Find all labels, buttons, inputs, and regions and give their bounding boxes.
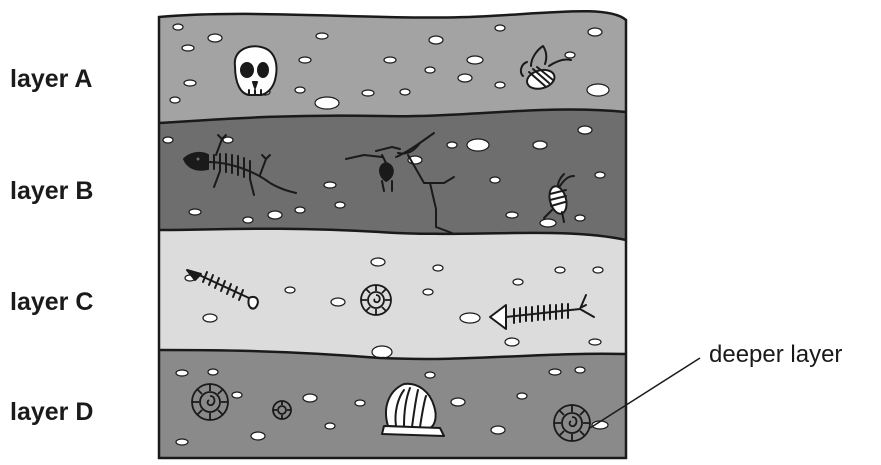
layer-a-band <box>159 11 626 123</box>
skull-icon <box>235 46 277 95</box>
layer-c-band <box>159 229 626 359</box>
